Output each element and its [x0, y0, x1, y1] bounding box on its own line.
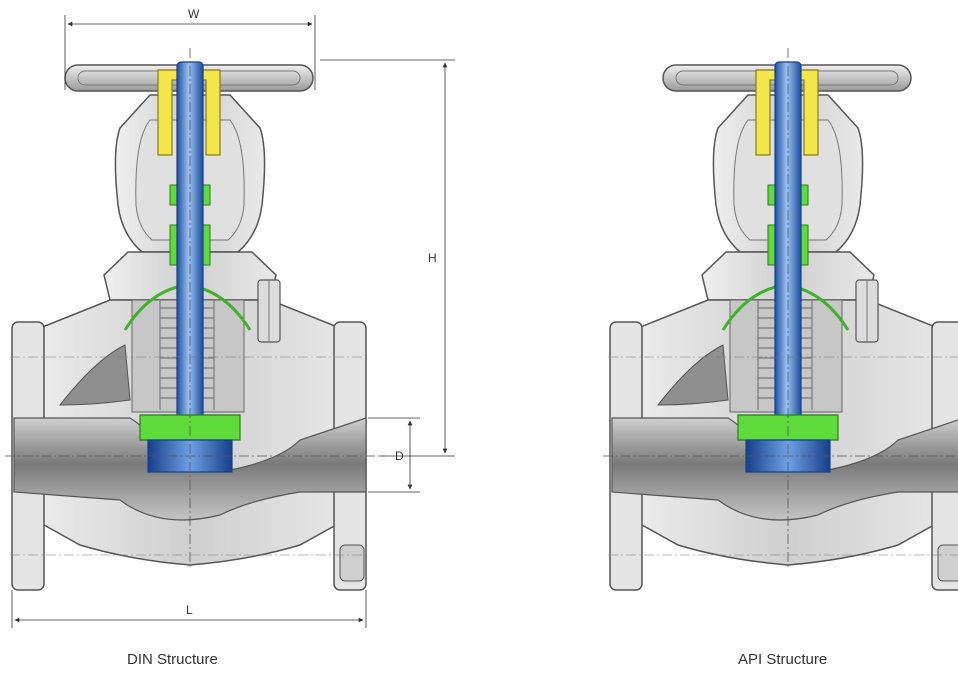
dimension-w: W [64, 7, 316, 90]
dimension-h: H [320, 59, 455, 457]
din-caption: DIN Structure [127, 651, 218, 668]
label-l: L [186, 603, 193, 617]
api-caption: API Structure [738, 651, 828, 668]
dimension-l: L [11, 590, 367, 628]
din-valve [3, 46, 387, 592]
label-h: H [428, 251, 437, 265]
label-d: D [395, 449, 404, 463]
api-valve [601, 46, 958, 592]
dimension-d: D [368, 417, 420, 493]
label-w: W [188, 7, 200, 21]
